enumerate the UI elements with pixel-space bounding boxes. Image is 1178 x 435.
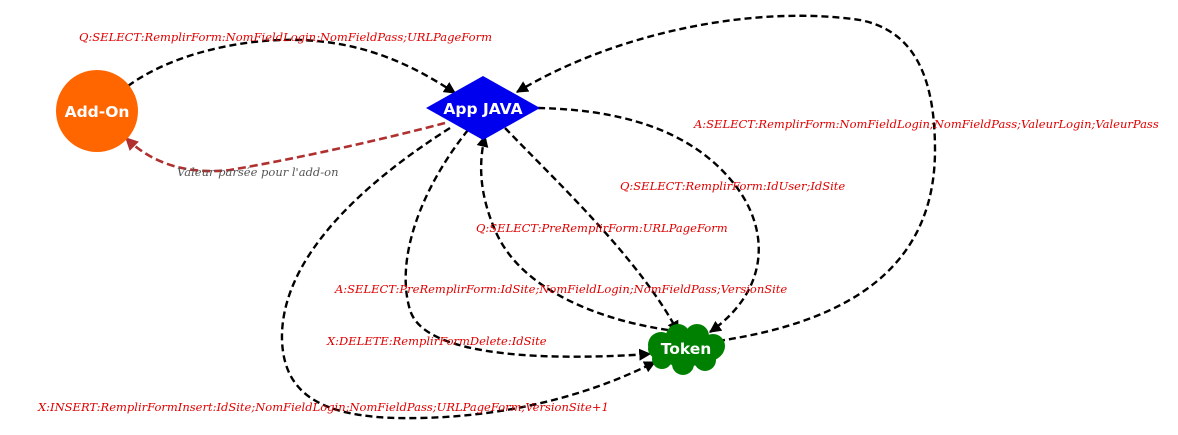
label-token-to-app-a2: A:SELECT:PreRemplirForm:IdSite;NomFieldL… [334,282,787,296]
label-app-to-addon: Valeur parsée pour l'add-on [177,165,339,179]
node-addon[interactable]: Add-On [56,70,138,152]
label-app-to-token-delete: X:DELETE:RemplirFormDelete:IdSite [326,334,547,348]
edge-app-to-token-q1 [537,106,760,333]
edge-app-to-token-q2 [504,127,680,334]
edge-labels: Q:SELECT:RemplirForm:NomFieldLogin;NomFi… [37,30,1159,414]
label-app-to-token-q2: Q:SELECT:PreRemplirForm:URLPageForm [476,221,728,235]
node-app-java[interactable]: App JAVA [426,76,540,140]
edges [125,14,937,420]
edge-token-to-app-a2 [476,134,669,332]
label-addon-to-app: Q:SELECT:RemplirForm:NomFieldLogin;NomFi… [79,30,492,44]
label-token-to-app-a: A:SELECT:RemplirForm:NomFieldLogin;NomFi… [693,117,1159,131]
edge-token-to-app-a [515,14,937,343]
label-app-to-token-insert: X:INSERT:RemplirFormInsert:IdSite;NomFie… [37,400,609,414]
node-addon-label: Add-On [65,103,130,121]
node-token[interactable]: Token [648,324,725,375]
edge-app-to-token-insert [280,126,657,420]
edge-addon-to-app [127,38,457,95]
node-token-label: Token [661,340,712,358]
edge-app-to-addon [125,121,446,173]
edge-app-to-token-delete [404,129,652,361]
label-app-to-token-q1: Q:SELECT:RemplirForm:IdUser;IdSite [620,179,845,193]
node-app-java-label: App JAVA [443,100,522,118]
